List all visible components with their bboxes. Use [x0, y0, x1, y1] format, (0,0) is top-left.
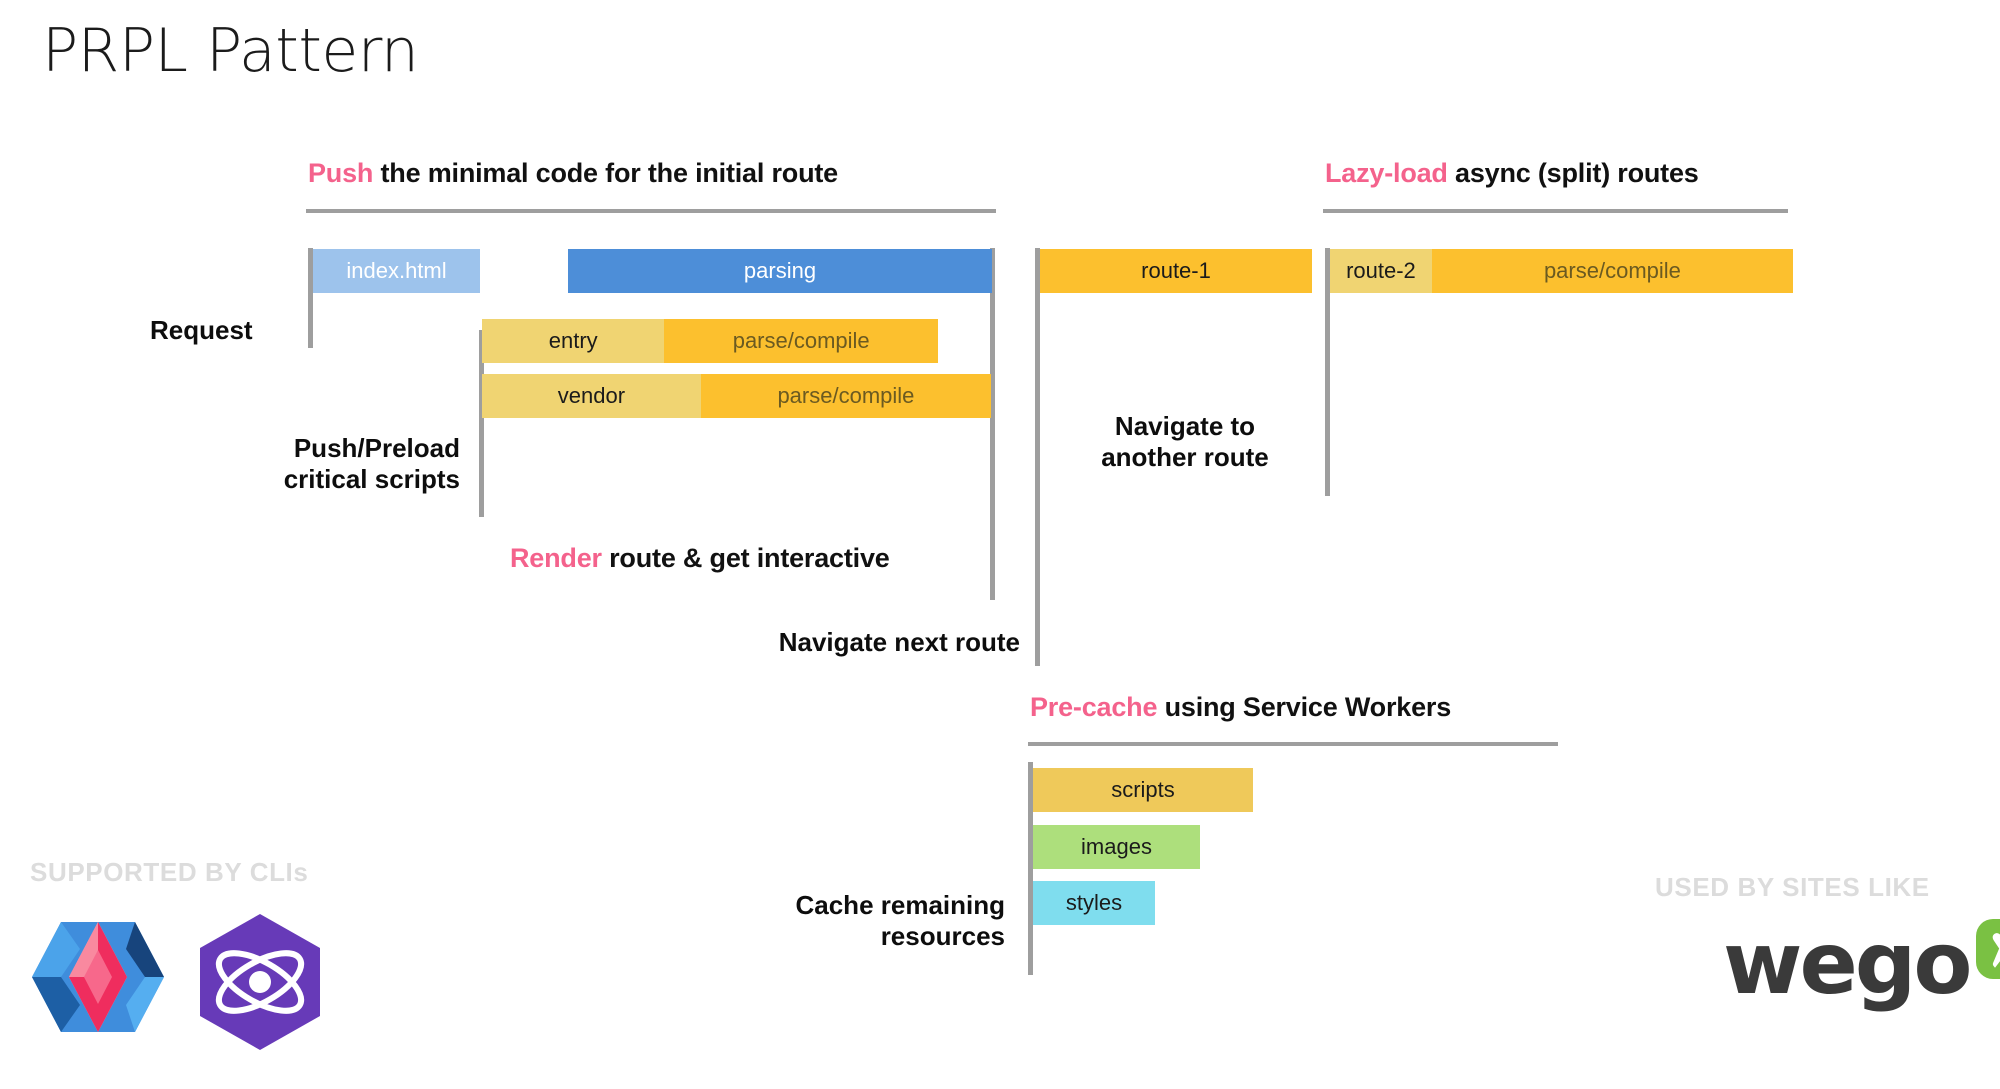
divider-lazy — [1323, 209, 1788, 213]
bar-styles[interactable]: styles — [1033, 881, 1155, 925]
timeline-guide-push-preload — [479, 330, 484, 517]
bar-images[interactable]: images — [1033, 825, 1200, 869]
bar-route-2[interactable]: route-2 parse/compile — [1330, 249, 1793, 293]
polymer-logo — [32, 922, 164, 1032]
timeline-guide-request — [308, 248, 313, 348]
section-heading-lazy: Lazy-load async (split) routes — [1325, 158, 1699, 189]
timeline-guide-render — [990, 248, 995, 600]
bar-entry[interactable]: entry parse/compile — [482, 319, 938, 363]
section-heading-precache: Pre-cache using Service Workers — [1030, 692, 1451, 723]
bar-segment-styles: styles — [1033, 881, 1155, 925]
section-heading-render: Render route & get interactive — [510, 543, 890, 574]
wego-plane-badge — [1975, 918, 2000, 985]
bar-index-html[interactable]: index.html — [313, 249, 480, 293]
bar-segment-vendor: vendor — [482, 374, 701, 418]
bar-segment-entry: entry — [482, 319, 665, 363]
bar-route-1[interactable]: route-1 — [1040, 249, 1312, 293]
wego-wordmark: wego — [1723, 914, 1972, 1014]
bar-vendor[interactable]: vendor parse/compile — [482, 374, 991, 418]
bar-segment-images: images — [1033, 825, 1200, 869]
bar-segment-entry-parse: parse/compile — [664, 319, 938, 363]
bar-segment-scripts: scripts — [1033, 768, 1253, 812]
section-rest-render: route & get interactive — [601, 543, 890, 573]
bar-segment-vendor-parse: parse/compile — [700, 374, 991, 418]
label-navigate-another: Navigate to another route — [1101, 411, 1269, 473]
label-cache-remaining: Cache remaining resources — [795, 890, 1005, 952]
section-rest-lazy: async (split) routes — [1447, 158, 1699, 188]
bar-segment-route-2-parse: parse/compile — [1431, 249, 1793, 293]
section-rest-precache: using Service Workers — [1157, 692, 1452, 722]
section-rest-push: the minimal code for the initial route — [373, 158, 839, 188]
bar-segment-route-2: route-2 — [1330, 249, 1432, 293]
preact-logo — [196, 912, 324, 1052]
bar-segment-route-1: route-1 — [1040, 249, 1312, 293]
label-push-preload: Push/Preload critical scripts — [283, 433, 460, 495]
caption-used-by-sites-like: USED BY SITES LIKE — [1655, 872, 1930, 902]
section-keyword-precache: Pre-cache — [1030, 692, 1158, 722]
bar-scripts[interactable]: scripts — [1033, 768, 1253, 812]
label-navigate-next: Navigate next route — [778, 627, 1020, 657]
label-request: Request — [150, 315, 253, 345]
divider-push — [306, 209, 996, 213]
section-heading-push: Push the minimal code for the initial ro… — [308, 158, 838, 189]
page-title: PRPL Pattern — [42, 16, 419, 86]
timeline-guide-navigate-other — [1325, 248, 1330, 496]
timeline-guide-navigate-next — [1035, 248, 1040, 666]
bar-segment-parsing: parsing — [568, 249, 992, 293]
section-keyword-push: Push — [308, 158, 374, 188]
section-keyword-render: Render — [510, 543, 602, 573]
timeline-guide-precache — [1028, 762, 1033, 975]
section-keyword-lazy: Lazy-load — [1325, 158, 1448, 188]
caption-supported-by-clis: SUPPORTED BY CLIs — [30, 857, 309, 887]
wego-logo: wego — [1723, 914, 2000, 1014]
divider-precache — [1028, 742, 1558, 746]
bar-segment-index-html: index.html — [313, 249, 480, 293]
bar-parsing[interactable]: parsing — [568, 249, 992, 293]
